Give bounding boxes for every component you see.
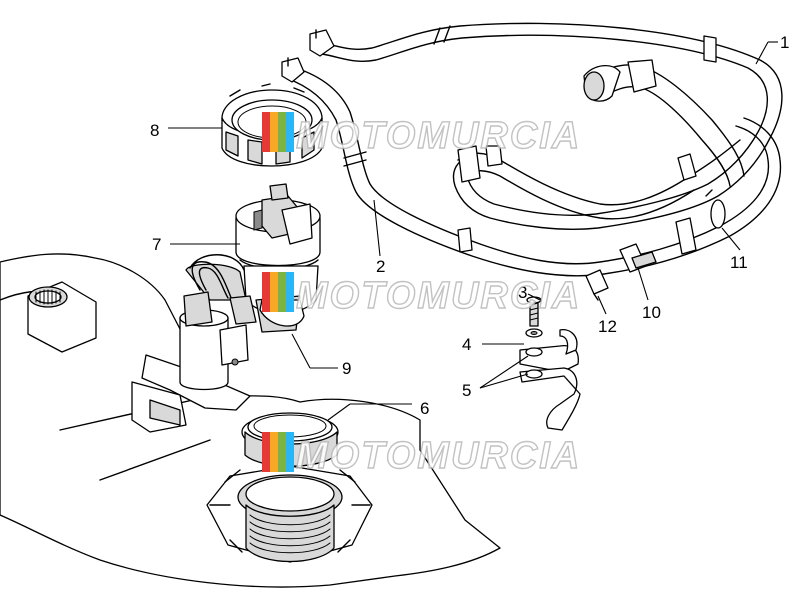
part-label-10: 10 [642,303,661,322]
part-label-3: 3 [518,283,527,302]
fuel-tank-outline [0,253,501,588]
part-label-6: 6 [420,399,429,418]
hose-clip [619,243,657,273]
leader-12 [597,295,607,315]
leader-9b [291,333,311,369]
watermark-logo-stripe-3 [278,272,286,312]
watermark-logo-stripe-3 [278,432,286,472]
watermark-logo-stripe-3 [278,112,286,152]
part-label-8: 8 [150,121,159,140]
watermark-logo-stripe-2 [270,272,278,312]
leader-6b [327,403,351,421]
watermark-logo-stripe-1 [262,432,270,472]
watermark-logo-stripe-1 [262,112,270,152]
leader-11 [721,227,741,251]
part-label-4: 4 [462,335,471,354]
part-label-12: 12 [598,317,617,336]
leader-2 [373,199,381,257]
part-label-2: 2 [376,257,385,276]
watermark-logo-stripe-4 [286,112,294,152]
leader-5a [479,355,529,389]
leader-10 [637,267,649,301]
watermark-text: MOTOMURCIA [296,275,581,317]
small-clip [585,269,609,301]
part-label-7: 7 [152,235,161,254]
fuel-hoses [281,22,783,277]
hose-clamp [705,189,726,229]
watermark-logo-stripe-1 [262,272,270,312]
watermark-logo-stripe-2 [270,112,278,152]
part-number-labels: 1 2 3 4 5 6 7 8 9 10 11 12 [150,33,789,418]
leader-3 [527,293,541,301]
fastener-set [519,296,581,431]
watermark-text: MOTOMURCIA [296,115,581,157]
part-label-9: 9 [342,359,351,378]
watermark-middle: MOTOMURCIA [262,272,581,318]
watermark-logo-stripe-4 [286,432,294,472]
leader-5b [479,373,529,389]
watermark-logo-stripe-4 [286,272,294,312]
part-label-5: 5 [462,381,471,400]
part-label-11: 11 [730,253,748,272]
watermark-top: MOTOMURCIA [262,112,581,158]
part-label-1: 1 [780,33,789,52]
pump-filter-assembly [179,261,305,391]
leader-1 [755,41,769,65]
leader-lines [168,41,778,421]
watermark-logo-stripe-2 [270,432,278,472]
tank-mounting-flange [206,465,373,563]
bearing-sleeve [27,281,97,353]
watermark-text: MOTOMURCIA [296,435,581,477]
watermark-bottom: MOTOMURCIA [262,432,581,478]
